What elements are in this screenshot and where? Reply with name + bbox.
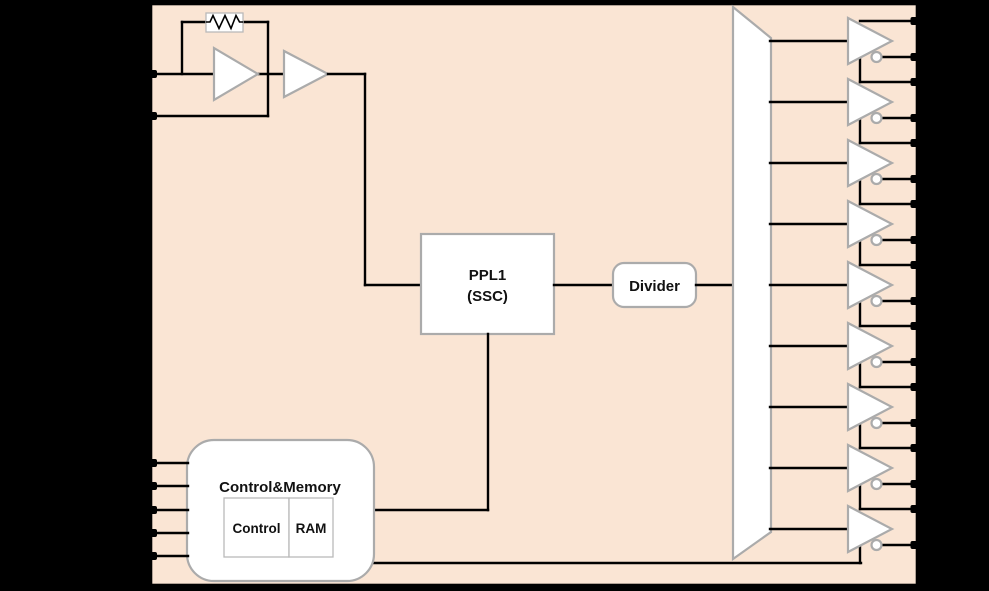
inversion-bubble [870,111,883,125]
output-pin-complement [910,114,925,122]
buffer-triangle [846,382,895,432]
ram-box [288,497,334,558]
output-pin-true [910,261,925,269]
output-pin-complement [910,297,925,305]
output-pin-complement [910,236,925,244]
output-pin-complement [910,480,925,488]
pll-block: PPL1 (SSC) [419,232,556,336]
crystal-pin-1 [143,70,157,78]
output-buffer-5 [768,260,925,328]
control-label: Control [233,521,281,536]
control-box [223,497,290,558]
crystal-pin-2 [143,112,157,120]
inversion-bubble [870,294,883,308]
pll-box [419,232,556,336]
output-pin-true [910,200,925,208]
buffer-triangle [846,321,895,371]
output-buffer-8 [768,443,925,511]
control-pin-1 [143,459,157,467]
output-buffer-4 [768,199,925,267]
buffer-triangle [846,260,895,310]
inversion-bubble [870,416,883,430]
output-pin-true [910,505,925,513]
output-buffer-9 [768,504,925,565]
crystal-oscillator [143,12,423,287]
output-pin-true [910,17,925,25]
output-buffer-1 [768,16,925,84]
inversion-bubble [870,172,883,186]
ram-label: RAM [296,521,327,536]
buffer-triangle [846,138,895,188]
buffer-triangle [846,199,895,249]
pll-label-line2: (SSC) [467,288,508,305]
output-pin-true [910,444,925,452]
control-pin-4 [143,529,157,537]
output-pin-complement [910,53,925,61]
control-pin-group [143,459,190,560]
output-pin-complement [910,541,925,549]
divider-block: Divider [611,261,698,309]
inversion-bubble [870,50,883,64]
inversion-bubble [870,538,883,552]
buffer-triangle [846,77,895,127]
output-pin-true [910,78,925,86]
control-pin-3 [143,506,157,514]
crystal-amp-triangle [212,46,261,102]
control-memory-title: Control&Memory [219,479,341,496]
output-pin-true [910,139,925,147]
clock-mux-trapezoid [731,4,773,562]
inversion-bubble [870,355,883,369]
output-pin-complement [910,175,925,183]
divider-label: Divider [629,278,680,295]
clock-buffer-triangle [282,49,331,99]
buffer-triangle [846,16,895,66]
inversion-bubble [870,233,883,247]
buffer-triangle [846,504,895,554]
control-memory-block: Control&Memory Control RAM [143,332,863,583]
resistor-zigzag-icon [206,13,243,31]
output-buffer-7 [768,382,925,450]
inversion-bubble [870,477,883,491]
output-pin-true [910,322,925,330]
output-buffer-bank [768,16,925,565]
pll-label-line1: PPL1 [469,267,507,284]
control-pin-5 [143,552,157,560]
buffer-triangle [846,443,895,493]
output-pin-complement [910,358,925,366]
output-pin-complement [910,419,925,427]
output-buffer-3 [768,138,925,206]
output-pin-true [910,383,925,391]
output-buffer-2 [768,77,925,145]
control-pin-2 [143,482,157,490]
output-buffer-6 [768,321,925,389]
